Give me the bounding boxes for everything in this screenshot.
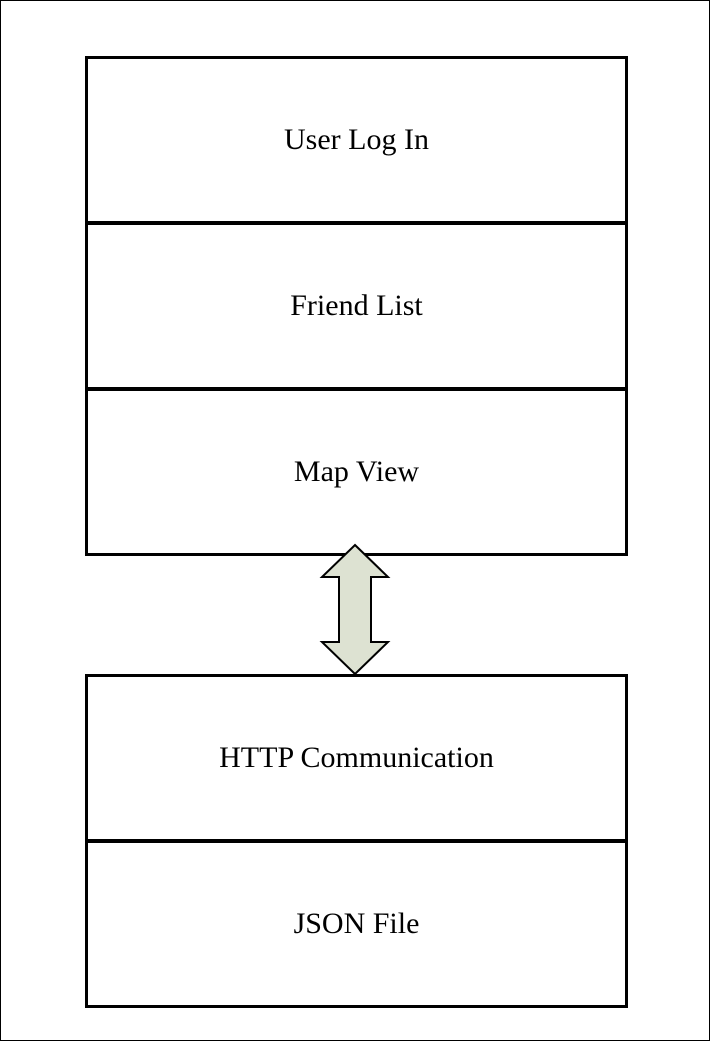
layer-label: User Log In: [284, 123, 429, 156]
layer-json-file: JSON File: [88, 839, 625, 1005]
layer-map-view: Map View: [88, 387, 625, 553]
layer-label: Friend List: [290, 289, 423, 322]
server-layer-stack: HTTP Communication JSON File: [85, 674, 628, 1008]
layer-label: JSON File: [293, 907, 420, 940]
layer-http-communication: HTTP Communication: [88, 677, 625, 839]
layer-user-log-in: User Log In: [88, 59, 625, 221]
client-layer-stack: User Log In Friend List Map View: [85, 56, 628, 556]
arrow-shape: [319, 543, 391, 676]
layer-label: HTTP Communication: [219, 741, 494, 774]
layer-friend-list: Friend List: [88, 221, 625, 387]
bidirectional-arrow-icon: [319, 543, 391, 676]
layer-label: Map View: [293, 455, 420, 488]
